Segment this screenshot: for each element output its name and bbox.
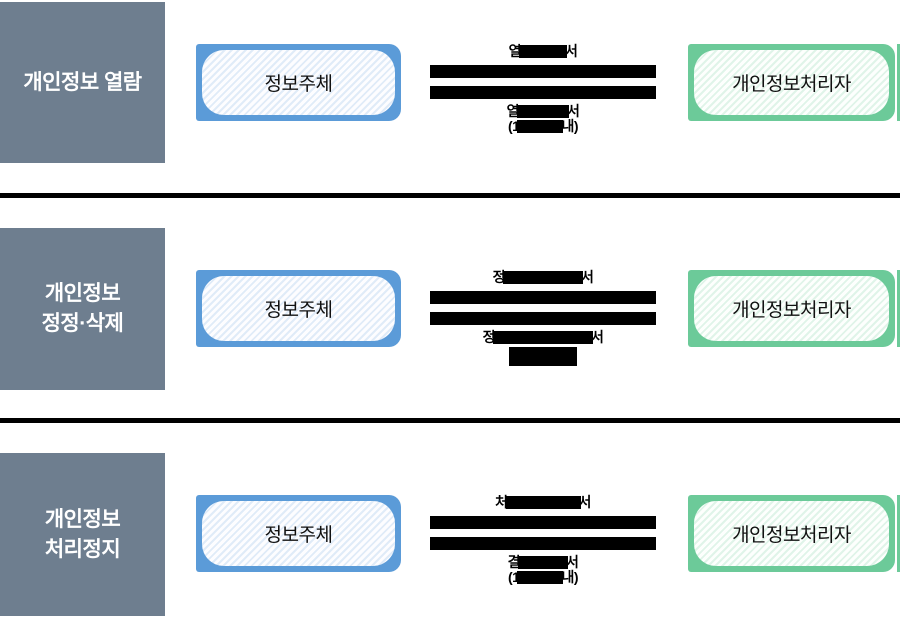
response-doc-prefix: 결	[507, 554, 521, 570]
deadline-prefix: (1	[508, 118, 520, 134]
deadline-suffix: 내)	[561, 569, 578, 585]
subject-box: 정보주체	[196, 270, 401, 347]
redaction-box	[518, 556, 568, 569]
response-doc-suffix: 서	[591, 329, 604, 345]
processor-box: 개인정보처리자	[688, 495, 895, 572]
processor-box-label: 개인정보처리자	[694, 276, 889, 341]
redaction-box	[517, 105, 569, 118]
row-label-text: 개인정보 열람	[23, 70, 142, 94]
row-label-text: 개인정보	[44, 507, 121, 531]
processor-box-label: 개인정보처리자	[694, 50, 889, 115]
row-label-text: 정정·삭제	[41, 312, 124, 335]
row-label-text: 개인정보	[44, 282, 121, 305]
request-doc-prefix: 처	[495, 494, 508, 510]
response-doc-prefix: 정	[482, 329, 496, 345]
subject-box: 정보주체	[196, 44, 401, 121]
clipped-edge-strip	[897, 495, 900, 572]
response-deadline-label: (1 내)	[508, 119, 578, 134]
response-deadline-label: (1 내)	[508, 570, 578, 585]
redaction-box	[505, 496, 581, 509]
redacted-arrow-bar	[430, 312, 656, 325]
redaction-box	[509, 347, 577, 366]
clipped-edge-strip	[897, 44, 900, 121]
request-doc-suffix: 서	[581, 269, 594, 285]
subject-box-label: 정보주체	[202, 501, 395, 566]
redacted-arrow-bar	[430, 291, 656, 304]
request-doc-prefix: 정	[492, 269, 506, 285]
redacted-arrow-bar	[430, 86, 656, 99]
processor-box: 개인정보처리자	[688, 44, 895, 121]
redaction-box	[517, 571, 564, 584]
row-label-correction: 개인정보 정정·삭제	[0, 228, 165, 390]
deadline-suffix: 내)	[561, 118, 578, 134]
row-label-access: 개인정보 열람	[0, 2, 165, 163]
redaction-box	[519, 45, 567, 58]
row-label-suspension: 개인정보 처리정지	[0, 453, 165, 616]
processor-box-label: 개인정보처리자	[694, 501, 889, 566]
response-doc-prefix: 열	[506, 103, 520, 119]
redaction-box	[493, 331, 593, 344]
subject-box-label: 정보주체	[202, 50, 395, 115]
redacted-arrow-bar	[430, 537, 656, 550]
response-doc-suffix: 서	[567, 103, 580, 119]
request-doc-suffix: 서	[565, 43, 578, 59]
row-label-text: 처리정지	[44, 537, 121, 561]
request-doc-prefix: 열	[508, 43, 522, 59]
response-doc-suffix: 서	[566, 554, 579, 570]
redacted-arrow-bar	[430, 516, 656, 529]
subject-box: 정보주체	[196, 495, 401, 572]
row-divider	[0, 193, 900, 198]
redaction-box	[503, 271, 583, 284]
row-divider	[0, 418, 900, 423]
deadline-prefix: (1	[508, 569, 520, 585]
processor-box: 개인정보처리자	[688, 270, 895, 347]
redacted-arrow-bar	[430, 65, 656, 78]
clipped-edge-strip	[897, 270, 900, 347]
subject-box-label: 정보주체	[202, 276, 395, 341]
redaction-box	[517, 120, 564, 133]
request-doc-suffix: 서	[578, 494, 592, 510]
